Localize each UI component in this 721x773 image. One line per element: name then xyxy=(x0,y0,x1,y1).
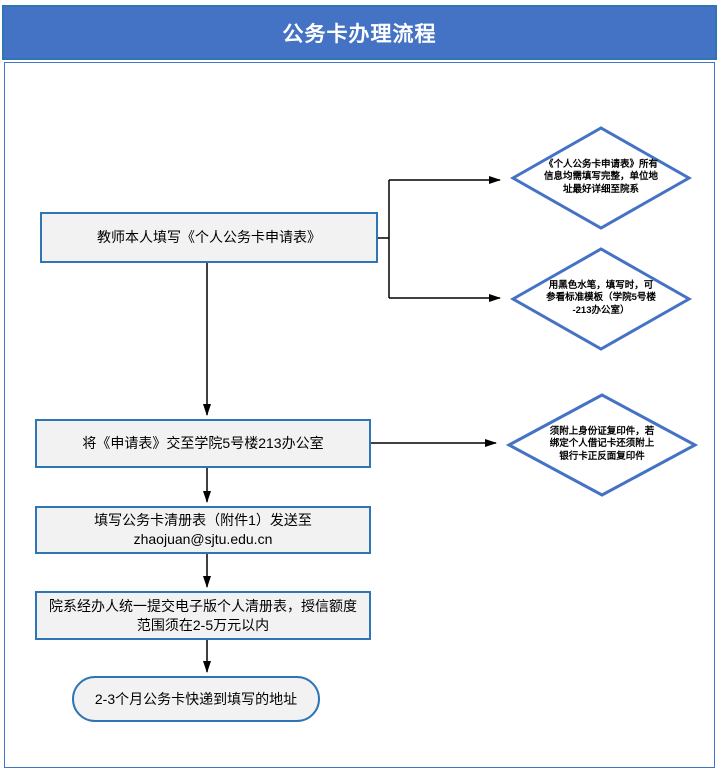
step-submit-to-office: 将《申请表》交至学院5号楼213办公室 xyxy=(35,419,371,468)
note-diamond-3-label: 须附上身份证复印件，若 绑定个人借记卡还须附上 银行卡正反面复印件 xyxy=(549,426,655,462)
page-title-bar: 公务卡办理流程 xyxy=(2,5,717,60)
note-diamond-2-label: 用黑色水笔，填写时，可 参看标准模板（学院5号楼 -213办公室） xyxy=(546,280,656,316)
note-diamond-2 xyxy=(509,247,693,351)
note-diamond-1-label: 《个人公务卡申请表》所有 信息均需填写完整，单位地 址最好详细至院系 xyxy=(543,159,658,195)
note-diamond-1 xyxy=(509,126,693,230)
note-diamond-3 xyxy=(505,393,699,497)
step-department-submit-roster: 院系经办人统一提交电子版个人清册表，授信额度 范围须在2-5万元以内 xyxy=(35,591,371,640)
step-card-delivery-terminator: 2-3个月公务卡快递到填写的地址 xyxy=(72,676,320,722)
step-send-roster-email: 填写公务卡清册表（附件1）发送至 zhaojuan@sjtu.edu.cn xyxy=(35,506,371,554)
step-fill-application-form: 教师本人填写《个人公务卡申请表》 xyxy=(40,212,378,263)
page-title: 公务卡办理流程 xyxy=(282,22,437,46)
